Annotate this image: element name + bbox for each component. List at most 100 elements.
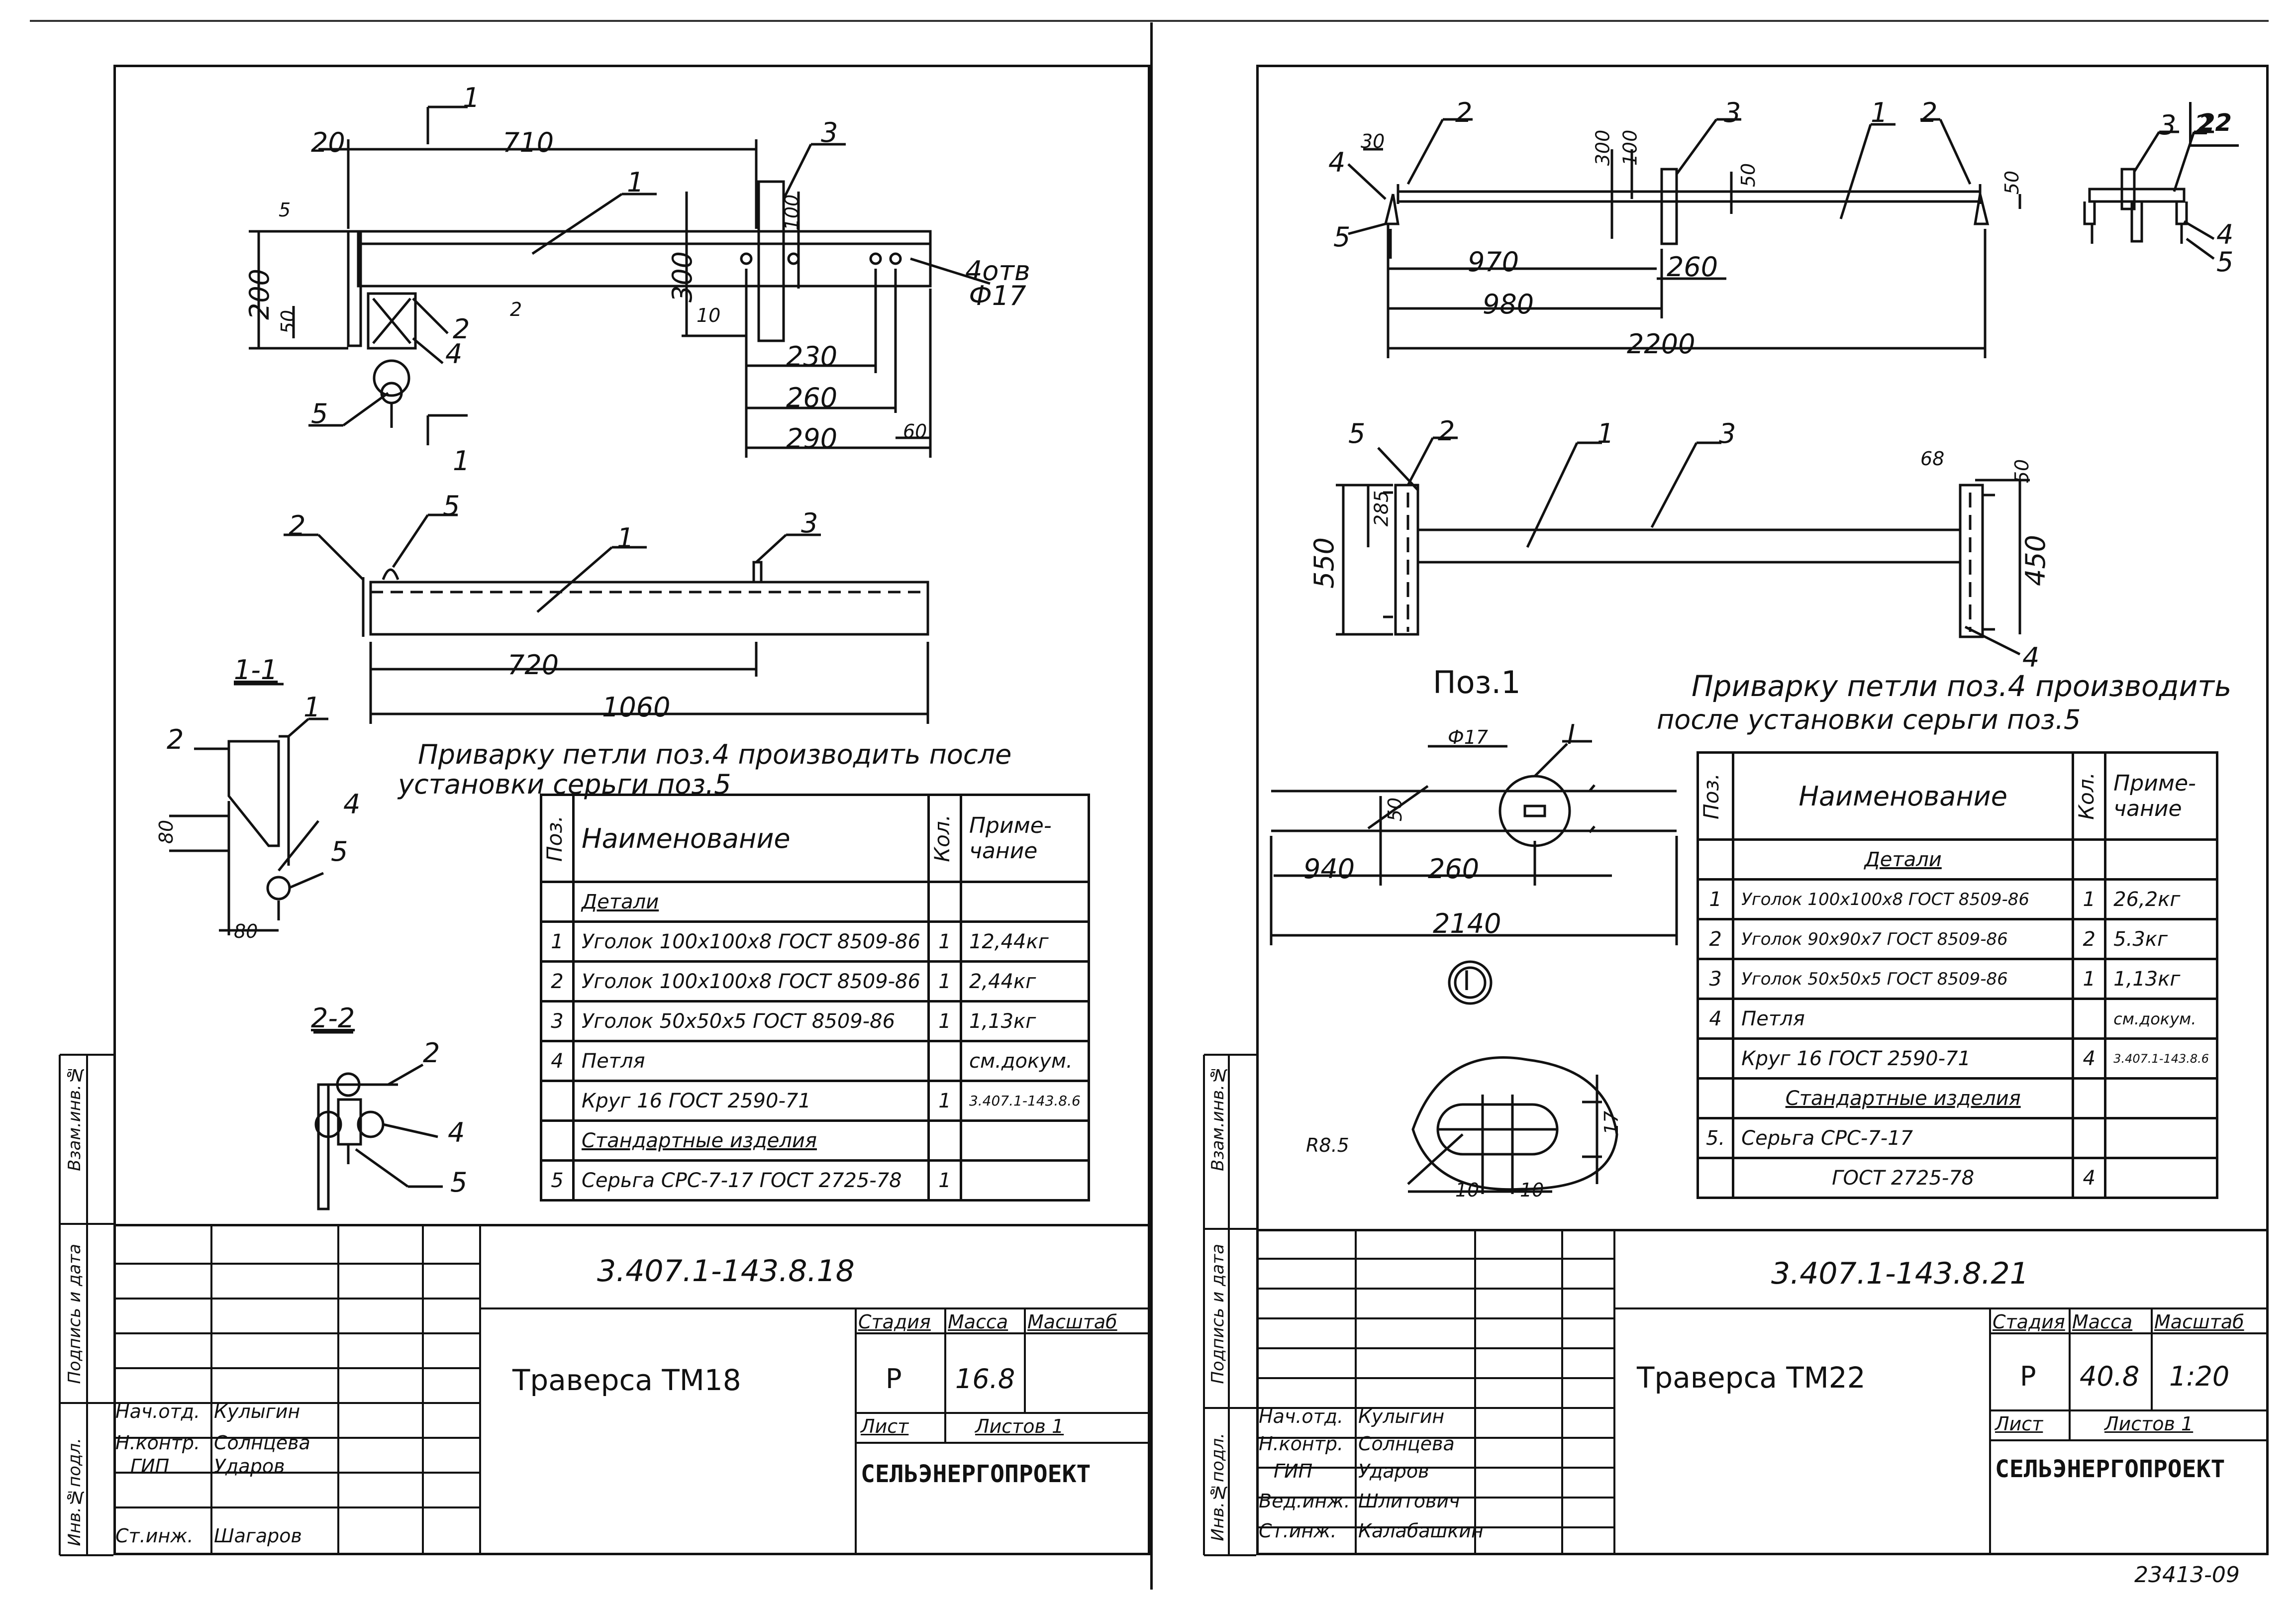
pos1-label: Поз.1 (1433, 664, 1521, 701)
section-mark-1-bottom: 1 (453, 445, 470, 477)
col-name: Наименование (1732, 751, 2075, 841)
right-designation: 3.407.1-143.8.21 (1771, 1256, 2029, 1291)
right-staff-name: Солнцева (1358, 1433, 1455, 1455)
section-standard: Стандартные изделия (572, 1119, 930, 1162)
callout-3-r: 3 (1724, 97, 1741, 128)
left-staff-name: Солнцева (214, 1432, 310, 1454)
callout-3-side-r: 3 (2159, 109, 2177, 141)
right-sheet-label: Лист (1995, 1413, 2043, 1435)
detail-mark-top: I (1567, 719, 1575, 750)
left-title-block (113, 1224, 1150, 1555)
callout-2-r-left: 2 (1455, 97, 1473, 128)
dim-r85: R8.5 (1306, 1134, 1349, 1156)
callout-2-top: 2 (453, 313, 470, 345)
callout-4-sec22: 4 (448, 1117, 465, 1148)
right-staff-role: Нач.отд. (1259, 1405, 1344, 1427)
right-side-label: Инв.№подл. (1208, 1433, 1228, 1541)
left-sheet-label: Лист (861, 1415, 909, 1437)
dim-970: 970 (1468, 246, 1519, 278)
right-scale-label: Масштаб (2154, 1311, 2244, 1333)
dim-30: 30 (1361, 130, 1385, 152)
right-stage-label: Стадия (1993, 1311, 2065, 1333)
right-org: СЕЛЬЭНЕРГОПРОЕКТ (1995, 1455, 2225, 1483)
section-2-2-label: 2-2 (311, 1002, 355, 1034)
callout-5-side-r: 5 (2216, 246, 2234, 278)
table-row: 5.Серьга СРС-7-17 (1696, 1117, 2219, 1159)
dim-80-b: 80 (234, 920, 258, 942)
right-note-line-1: Приварку петли поз.4 производить (1692, 669, 2232, 703)
callout-4-r: 4 (1328, 147, 1346, 178)
callout-2-side-r: 2 (2194, 109, 2211, 141)
dim-2200: 2200 (1627, 328, 1696, 360)
callout-5-sec: 5 (331, 836, 348, 867)
right-note-line-2: после установки серьги поз.5 (1657, 704, 2081, 735)
section-1-1-label: 1-1 (234, 654, 278, 686)
callout-1-side: 1 (617, 522, 634, 554)
right-staff-role: Вед.инж. (1259, 1490, 1350, 1512)
left-staff-name: Шагаров (214, 1525, 302, 1547)
dim-17: Ф17 (1448, 726, 1489, 748)
sheet-number: 22 (2189, 102, 2239, 147)
callout-5-top: 5 (311, 398, 328, 429)
col-note: Приме- чание (959, 794, 1090, 883)
callout-5-r: 5 (1333, 221, 1351, 253)
section-mark-2: 2 (510, 299, 522, 320)
left-staff-name: Ударов (214, 1455, 285, 1477)
section-mark-1-top: 1 (463, 82, 480, 113)
right-scale: 1:20 (2169, 1361, 2230, 1392)
dim-2140: 2140 (1433, 908, 1501, 939)
dim-5: 5 (279, 199, 291, 221)
right-staff-role: Ст.инж. (1259, 1520, 1337, 1542)
dim-10-a: 10 (1455, 1179, 1480, 1201)
dim-10: 10 (697, 304, 721, 326)
right-title-block (1256, 1229, 2269, 1555)
right-side-label: Взам.инв.№ (1208, 1065, 1228, 1171)
dim-260-pos1: 260 (1428, 853, 1480, 885)
dim-1060: 1060 (602, 692, 671, 723)
left-mass-label: Масса (948, 1311, 1008, 1333)
left-stage-label: Стадия (858, 1311, 931, 1333)
right-sheets-label: Листов 1 (2104, 1413, 2194, 1435)
callout-3-plan: 3 (1719, 418, 1736, 449)
callout-4-plan: 4 (2022, 642, 2040, 673)
section-details: Детали (1732, 838, 2075, 881)
left-note-line-1: Приварку петли поз.4 производить после (418, 739, 1012, 770)
detail-mark-circle: I (1463, 965, 1471, 997)
left-staff-name: Кулыгин (214, 1401, 300, 1422)
right-mass-label: Масса (2072, 1311, 2133, 1333)
left-designation: 3.407.1-143.8.18 (597, 1254, 855, 1289)
right-staff-name: Шлитович (1358, 1490, 1460, 1512)
callout-5-plan: 5 (1348, 418, 1366, 449)
archive-number: 23413-09 (2134, 1562, 2240, 1588)
dim-710: 710 (502, 127, 554, 158)
callout-2-plan: 2 (1438, 415, 1455, 447)
callout-1-top: 1 (627, 167, 644, 198)
section-standard: Стандартные изделия (1732, 1077, 2075, 1119)
dim-20: 20 (311, 127, 345, 158)
dim-980: 980 (1483, 289, 1534, 320)
col-name: Наименование (572, 794, 930, 883)
right-staff-name: Кулыгин (1358, 1405, 1445, 1427)
left-staff-role: ГИП (130, 1455, 170, 1477)
left-title: Траверса ТМ18 (512, 1363, 741, 1397)
callout-1-r: 1 (1871, 97, 1888, 128)
callout-5-sec22: 5 (450, 1167, 468, 1198)
right-mass: 40.8 (2080, 1361, 2140, 1392)
dim-60: 60 (903, 420, 927, 442)
col-note: Приме- чание (2104, 751, 2219, 841)
dim-940: 940 (1303, 853, 1355, 885)
page-divider (1150, 22, 1153, 1590)
left-sheets-label: Листов 1 (975, 1415, 1064, 1437)
callout-4-side-r: 4 (2216, 219, 2234, 250)
dim-260-r: 260 (1667, 251, 1718, 283)
